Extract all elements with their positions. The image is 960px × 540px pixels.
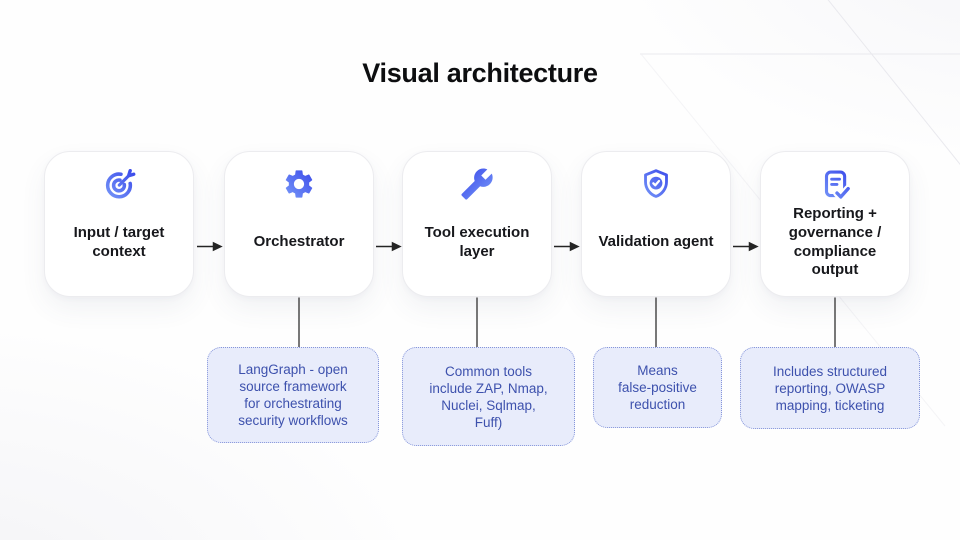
node-label: Validation agent xyxy=(598,233,714,251)
node-validation-agent: Validation agent xyxy=(581,151,731,297)
callout-langgraph: LangGraph - open source framework for or… xyxy=(207,347,379,443)
node-tool-execution-layer: Tool execution layer xyxy=(402,151,552,297)
node-label: Tool execution layer xyxy=(424,223,530,260)
node-input-target-context: Input / target context xyxy=(44,151,194,297)
node-label: Input / target context xyxy=(73,223,165,260)
node-label: Orchestrator xyxy=(253,233,345,251)
target-dart-icon xyxy=(105,168,136,199)
callout-connector-line xyxy=(298,297,836,348)
node-label: Reporting + governance / compliance outp… xyxy=(788,205,882,279)
callout-common-tools: Common tools include ZAP, Nmap, Nuclei, … xyxy=(402,347,575,446)
node-reporting-governance: Reporting + governance / compliance outp… xyxy=(760,151,910,297)
page-title: Visual architecture xyxy=(362,58,598,88)
node-orchestrator: Orchestrator xyxy=(224,151,374,297)
callout-false-positive: Means false-positive reduction xyxy=(593,347,722,428)
document-check-icon xyxy=(824,170,852,201)
gear-icon xyxy=(285,170,313,198)
callout-structured-reporting: Includes structured reporting, OWASP map… xyxy=(740,347,920,429)
wrench-icon xyxy=(461,168,493,200)
shield-check-icon xyxy=(644,169,668,198)
